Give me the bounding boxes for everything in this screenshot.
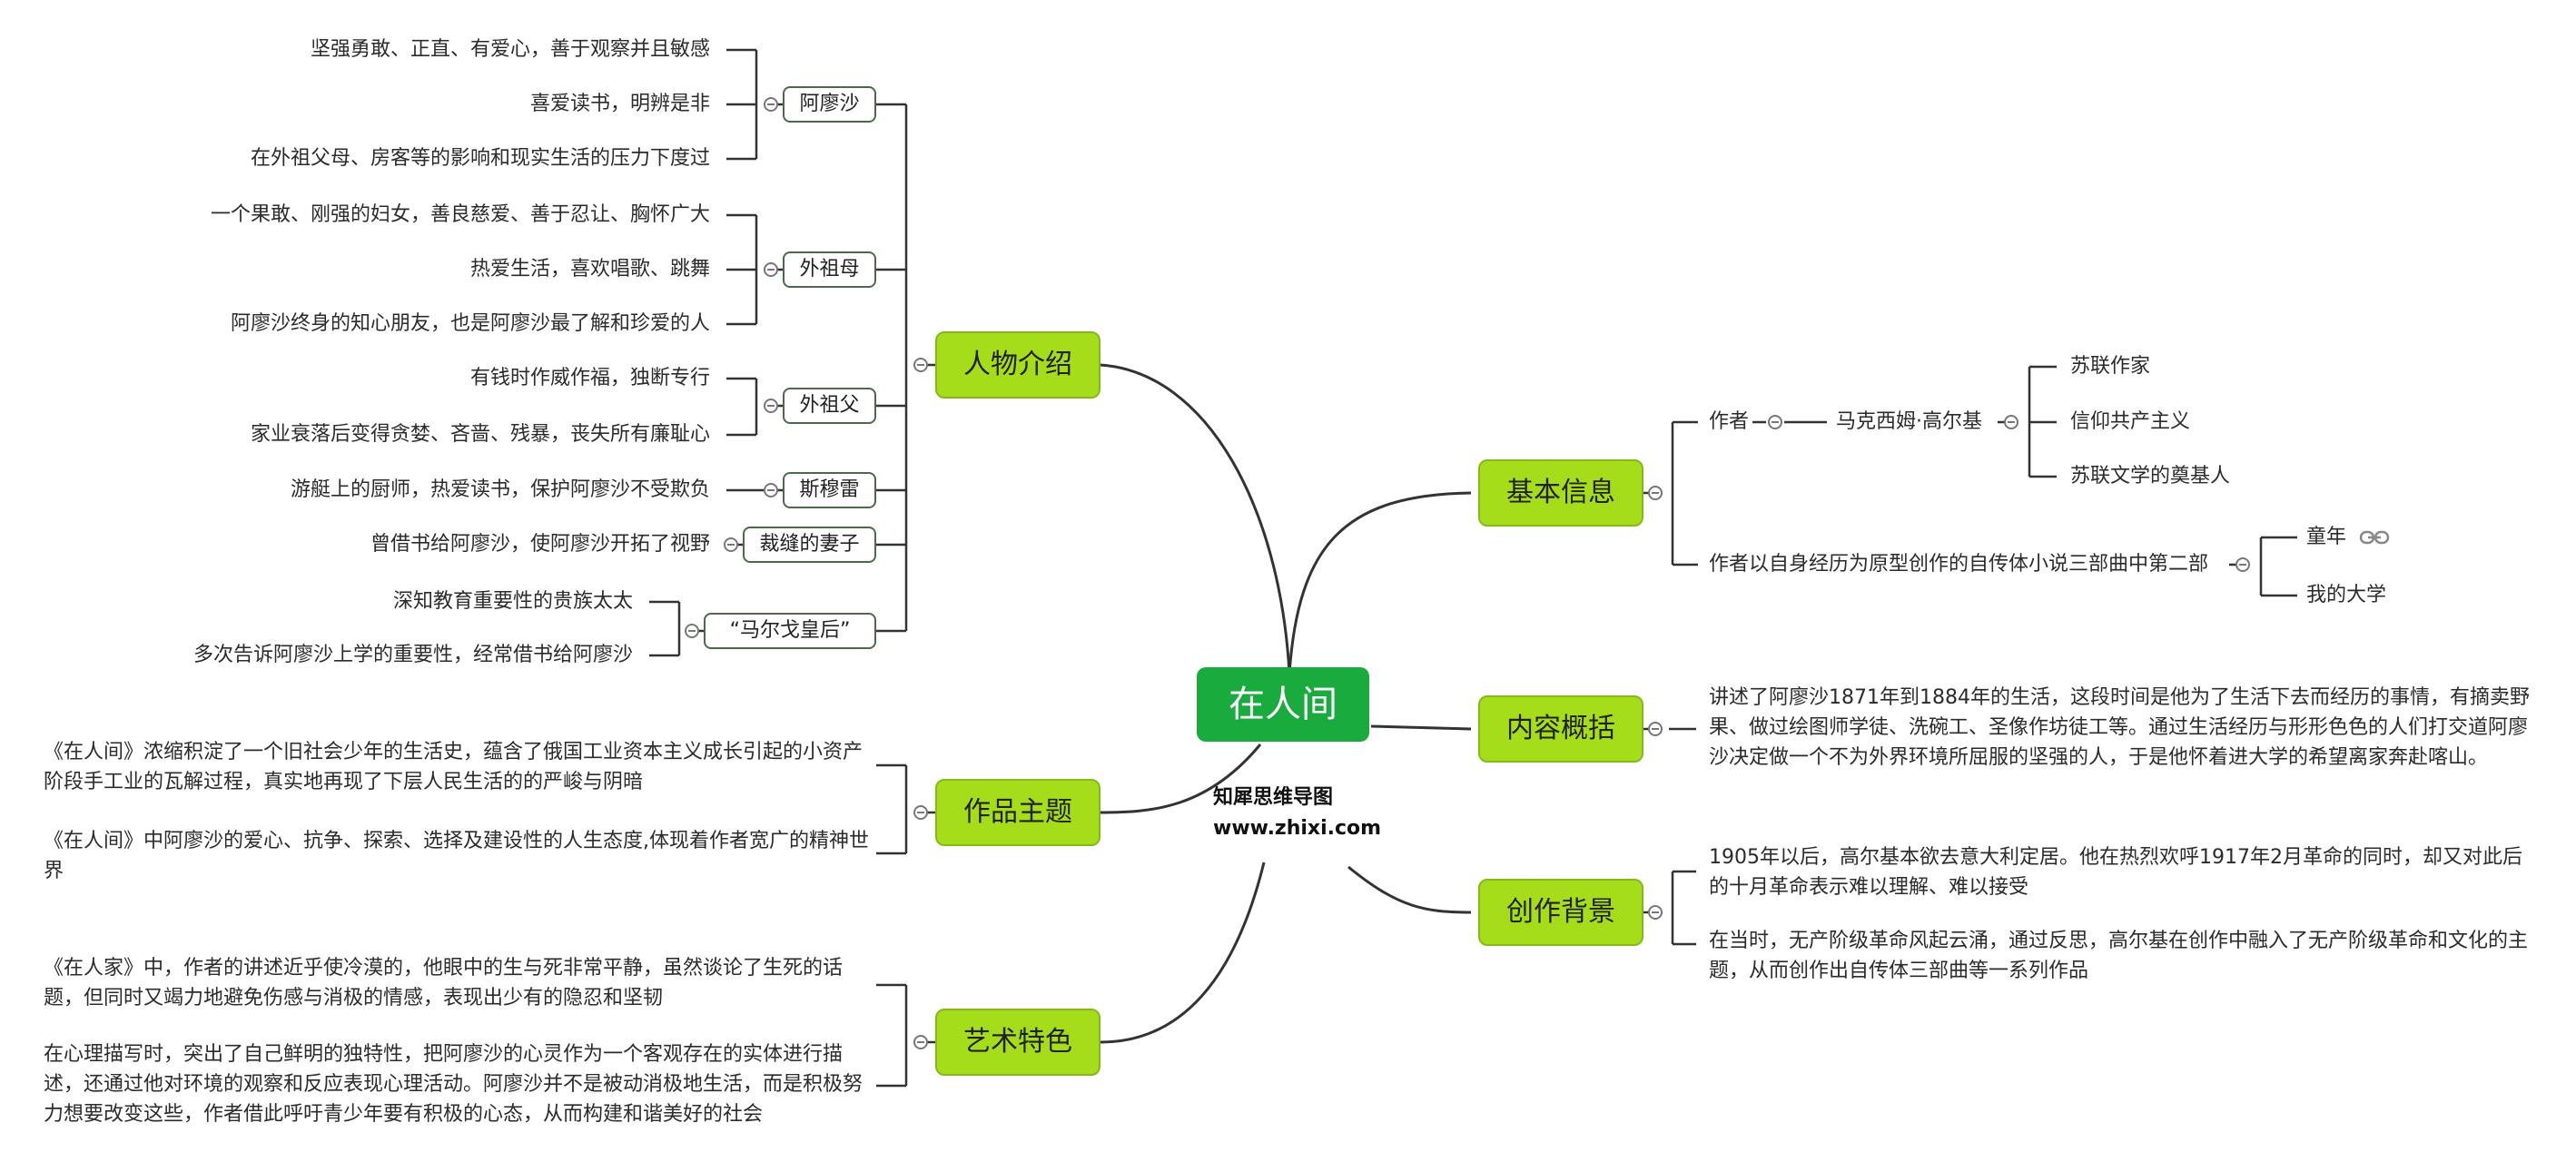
collapse-icon[interactable] (1648, 905, 1663, 920)
leaf-text: 曾借书给阿廖沙，使阿廖沙开拓了视野 (370, 533, 710, 556)
leaf-text: 家业衰落后变得贪婪、吝啬、残暴，丧失所有廉耻心 (250, 423, 710, 446)
trilogy-book: 我的大学 (2306, 584, 2387, 606)
leaf-text: 喜爱读书，明辨是非 (529, 93, 710, 115)
leaf-text: 一个果敢、刚强的妇女，善良慈爱、善于忍让、胸怀广大 (210, 203, 710, 226)
background-paragraph: 1905年以后，高尔基本欲去意大利定居。他在热烈欢呼1917年2月革命的同时，却… (1709, 846, 2522, 899)
art-paragraph: 《在人家》中，作者的讲述近乎使冷漠的，他眼中的生与死非常平静，虽然谈论了生死的话… (44, 957, 844, 1009)
collapse-icon[interactable] (2004, 415, 2018, 429)
collapse-icon[interactable] (913, 358, 928, 372)
watermark-url: www.zhixi.com (1213, 817, 1382, 840)
summary-paragraph: 讲述了阿廖沙1871年到1884年的生活，这段时间是他为了生活下去而经历的事情，… (1709, 686, 2530, 769)
node-tailor-wife[interactable]: 裁缝的妻子 (743, 527, 876, 563)
author-name: 马克西姆·高尔基 (1836, 410, 1982, 433)
collapse-icon[interactable] (1648, 722, 1663, 736)
leaf-text: 阿廖沙终身的知心朋友，也是阿廖沙最了解和珍爱的人 (230, 312, 710, 335)
leaf-text: 深知教育重要性的贵族太太 (392, 590, 633, 613)
topic-basic-info[interactable]: 基本信息 (1478, 459, 1643, 527)
topic-art[interactable]: 艺术特色 (935, 1009, 1100, 1076)
collapse-icon[interactable] (913, 805, 928, 820)
art-paragraph: 在心理描写时，突出了自己鲜明的独特性，把阿廖沙的心灵作为一个客观存在的实体进行描… (44, 1043, 864, 1126)
leaf-text: 坚强勇敢、正直、有爱心，善于观察并且敏感 (310, 38, 710, 61)
watermark-title: 知犀思维导图 (1213, 786, 1334, 809)
node-queen[interactable]: “马尔戈皇后” (704, 613, 876, 649)
leaf-text: 有钱时作威作福，独断专行 (469, 367, 710, 389)
leaf-text: 在外祖父母、房客等的影响和现实生活的压力下度过 (250, 147, 710, 170)
leaf-text: 游艇上的厨师，热爱读书，保护阿廖沙不受欺负 (290, 478, 710, 501)
trilogy-book: 童年 (2306, 526, 2347, 548)
author-label: 作者 (1709, 410, 1750, 433)
node-grandpa[interactable]: 外祖父 (783, 388, 876, 424)
collapse-icon[interactable] (724, 537, 738, 552)
background-paragraph: 在当时，无产阶级革命风起云涌，通过反思，高尔基在创作中融入了无产阶级革命和文化的… (1709, 930, 2529, 982)
theme-paragraph: 《在人间》中阿廖沙的爱心、抗争、探索、选择及建设性的人生态度,体现着作者宽广的精… (44, 830, 869, 882)
topic-background[interactable]: 创作背景 (1478, 879, 1643, 946)
node-alyosha[interactable]: 阿廖沙 (783, 86, 876, 123)
watermark-brand: 知犀思维导图 www.zhixi.com (1213, 783, 1381, 844)
collapse-icon[interactable] (764, 483, 778, 497)
collapse-icon[interactable] (685, 624, 699, 638)
topic-theme[interactable]: 作品主题 (935, 779, 1100, 846)
author-fact: 信仰共产主义 (2070, 410, 2191, 433)
node-smury[interactable]: 斯穆雷 (783, 472, 876, 508)
root-node[interactable]: 在人间 (1197, 667, 1369, 742)
topic-summary[interactable]: 内容概括 (1478, 695, 1643, 763)
leaf-text: 多次告诉阿廖沙上学的重要性，经常借书给阿廖沙 (192, 644, 633, 666)
author-fact: 苏联作家 (2070, 355, 2151, 378)
collapse-icon[interactable] (913, 1035, 928, 1049)
collapse-icon[interactable] (764, 399, 778, 413)
collapse-icon[interactable] (1648, 486, 1663, 500)
link-icon[interactable] (2359, 529, 2390, 546)
theme-paragraph: 《在人间》浓缩积淀了一个旧社会少年的生活史，蕴含了俄国工业资本主义成长引起的小资… (44, 741, 864, 793)
leaf-text: 热爱生活，喜欢唱歌、跳舞 (469, 258, 710, 281)
author-fact: 苏联文学的奠基人 (2070, 465, 2231, 487)
topic-characters[interactable]: 人物介绍 (935, 331, 1100, 399)
collapse-icon[interactable] (764, 262, 778, 277)
collapse-icon[interactable] (1768, 415, 1782, 429)
trilogy-text: 作者以自身经历为原型创作的自传体小说三部曲中第二部 (1709, 553, 2209, 576)
collapse-icon[interactable] (2235, 557, 2250, 572)
collapse-icon[interactable] (764, 97, 778, 112)
node-grandma[interactable]: 外祖母 (783, 251, 876, 288)
